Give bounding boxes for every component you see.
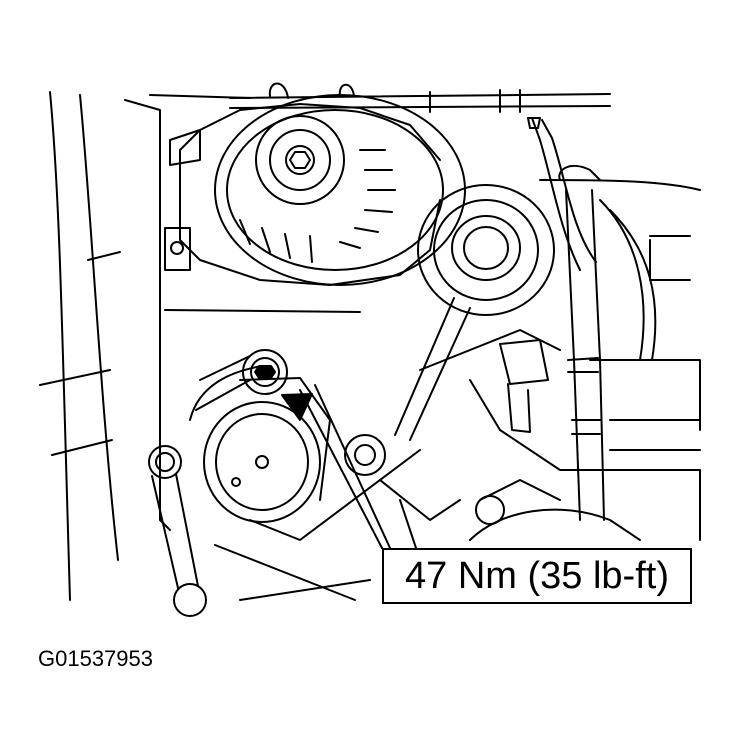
fender-outline	[39, 91, 251, 601]
pry-bar	[148, 445, 207, 617]
tensioner-bolt-icon	[242, 349, 288, 395]
wiring-harness	[229, 82, 611, 271]
figure-id: G01537953	[38, 646, 153, 671]
crankshaft-area	[159, 309, 701, 601]
alternator-icon	[164, 94, 466, 286]
idler-pulley-icon	[417, 184, 555, 316]
coolant-hose	[539, 164, 701, 521]
callout-arrow-icon	[281, 384, 391, 549]
torque-callout: 47 Nm (35 lb-ft)	[382, 548, 692, 604]
torque-label: 47 Nm (35 lb-ft)	[405, 554, 669, 597]
